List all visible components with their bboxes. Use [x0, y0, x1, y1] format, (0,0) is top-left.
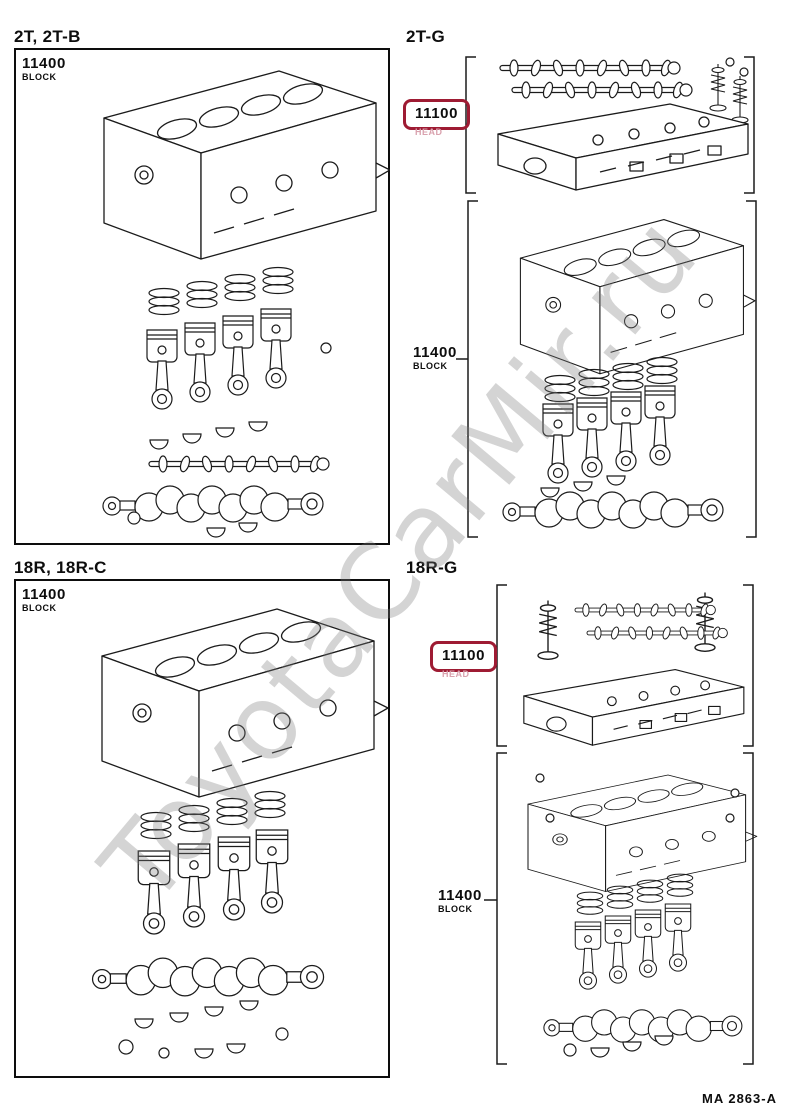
panel-title-18r: 18R, 18R-C — [14, 558, 107, 577]
part-number: 11100 — [442, 647, 486, 664]
diagram-frame-18r — [14, 579, 390, 1078]
part-name: BLOCK — [22, 603, 57, 613]
engine-exploded-diagram-2t — [102, 70, 390, 538]
part-number: 11400 — [438, 887, 482, 904]
part-name: HEAD — [415, 127, 443, 137]
diagram-frame-2t — [14, 48, 390, 545]
part-name: BLOCK — [22, 72, 57, 82]
bracket-block-left — [467, 200, 478, 538]
panel-title-2t: 2T, 2T-B — [14, 27, 81, 46]
engine-exploded-diagram-2tg — [456, 56, 757, 538]
part-label-11400-18r: 11400 BLOCK — [22, 587, 66, 613]
part-label-11400-2tg: 11400 BLOCK — [413, 345, 457, 371]
highlight-box[interactable]: 11100 — [430, 641, 498, 672]
bracket-head-right — [744, 56, 755, 194]
engine-exploded-diagram-18rg — [484, 584, 758, 1065]
part-name: HEAD — [442, 669, 470, 679]
part-name: BLOCK — [438, 904, 473, 914]
page-code: MA 2863-A — [702, 1091, 777, 1106]
bracket-block-right — [746, 200, 757, 538]
part-name: BLOCK — [413, 361, 448, 371]
bracket-head-right — [743, 584, 754, 747]
bracket-block-left — [496, 752, 507, 1065]
panel-title-2tg: 2T-G — [406, 27, 445, 46]
part-number: 11400 — [22, 586, 66, 603]
part-number: 11400 — [413, 344, 457, 361]
part-label-11400-2t: 11400 BLOCK — [22, 56, 66, 82]
part-number: 11400 — [22, 55, 66, 72]
panel-title-18rg: 18R-G — [406, 558, 458, 577]
part-label-11100-2tg[interactable]: 11100 HEAD — [403, 99, 471, 137]
part-number: 11100 — [415, 105, 459, 122]
engine-exploded-diagram-18r — [91, 608, 389, 1059]
highlight-box[interactable]: 11100 — [403, 99, 471, 130]
bracket-head-left — [496, 584, 507, 747]
bracket-block-right — [743, 752, 754, 1065]
part-label-11100-18rg[interactable]: 11100 HEAD — [430, 641, 498, 679]
part-label-11400-18rg: 11400 BLOCK — [438, 888, 482, 914]
